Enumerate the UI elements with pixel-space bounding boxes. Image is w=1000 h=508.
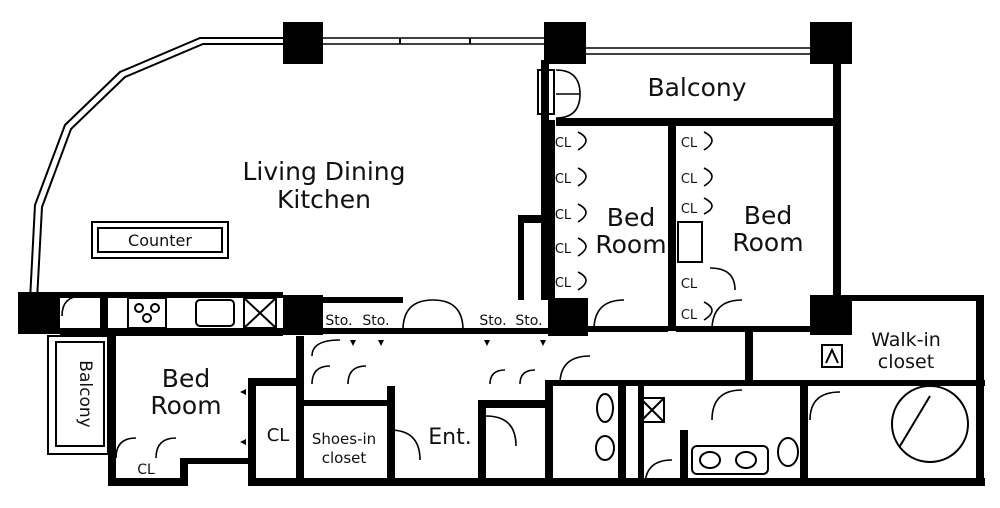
bedroom-left-label-1: Bed — [162, 364, 210, 393]
bedroom-center-label-2: Room — [595, 230, 666, 259]
walls — [47, 60, 985, 486]
entrance-label: Ent. — [428, 425, 471, 450]
balcony-left-label: Balcony — [75, 360, 95, 427]
walkin-marker — [821, 344, 843, 368]
closet-doors-center[interactable] — [577, 131, 587, 291]
living-subtitle: Kitchen — [277, 185, 371, 214]
storage-label: Sto. — [479, 313, 506, 329]
living-title: Living Dining — [243, 157, 406, 186]
bath-fixtures — [595, 385, 969, 475]
shoes-closet-label-2: closet — [322, 449, 367, 467]
closet-center-label: CL — [555, 208, 572, 223]
top-balcony-outline — [556, 47, 841, 300]
closet-center-label: CL — [555, 242, 572, 257]
living-curved-window — [29, 37, 548, 301]
bedroom-right-label-2: Room — [732, 228, 803, 257]
right-bedroom-cabinet — [677, 221, 703, 263]
shoes-closet-label-1: Shoes-in — [312, 430, 376, 448]
storage-label: Sto. — [325, 313, 352, 329]
doors[interactable] — [61, 267, 841, 487]
arrow-markers — [240, 340, 546, 445]
closet-center-label: CL — [555, 136, 572, 151]
balcony-top-label: Balcony — [647, 73, 746, 102]
bedroom-right-label-1: Bed — [744, 201, 792, 230]
kitchen-counter — [91, 221, 229, 259]
closet-right-label: CL — [681, 308, 698, 323]
walkin-label-1: Walk-in — [871, 329, 941, 351]
closet-bottom-label: CL — [137, 462, 155, 478]
closet-center-label: CL — [555, 276, 572, 291]
closet-doors-right[interactable] — [703, 131, 713, 321]
kitchen-fixtures — [127, 297, 277, 329]
bedroom-left-label-2: Room — [150, 391, 221, 420]
storage-label: Sto. — [515, 313, 542, 329]
closet-right-label: CL — [681, 202, 698, 217]
closet-right-label: CL — [681, 172, 698, 187]
storage-label: Sto. — [362, 313, 389, 329]
bedroom-center-label-1: Bed — [607, 203, 655, 232]
walkin-label-2: closet — [878, 351, 934, 373]
closet-center-label: CL — [555, 172, 572, 187]
balcony-door[interactable] — [537, 69, 581, 119]
closet-right-label: CL — [681, 136, 698, 151]
counter-label: Counter — [128, 231, 192, 250]
closet-left-label: CL — [267, 425, 290, 446]
closet-right-label: CL — [681, 277, 698, 292]
